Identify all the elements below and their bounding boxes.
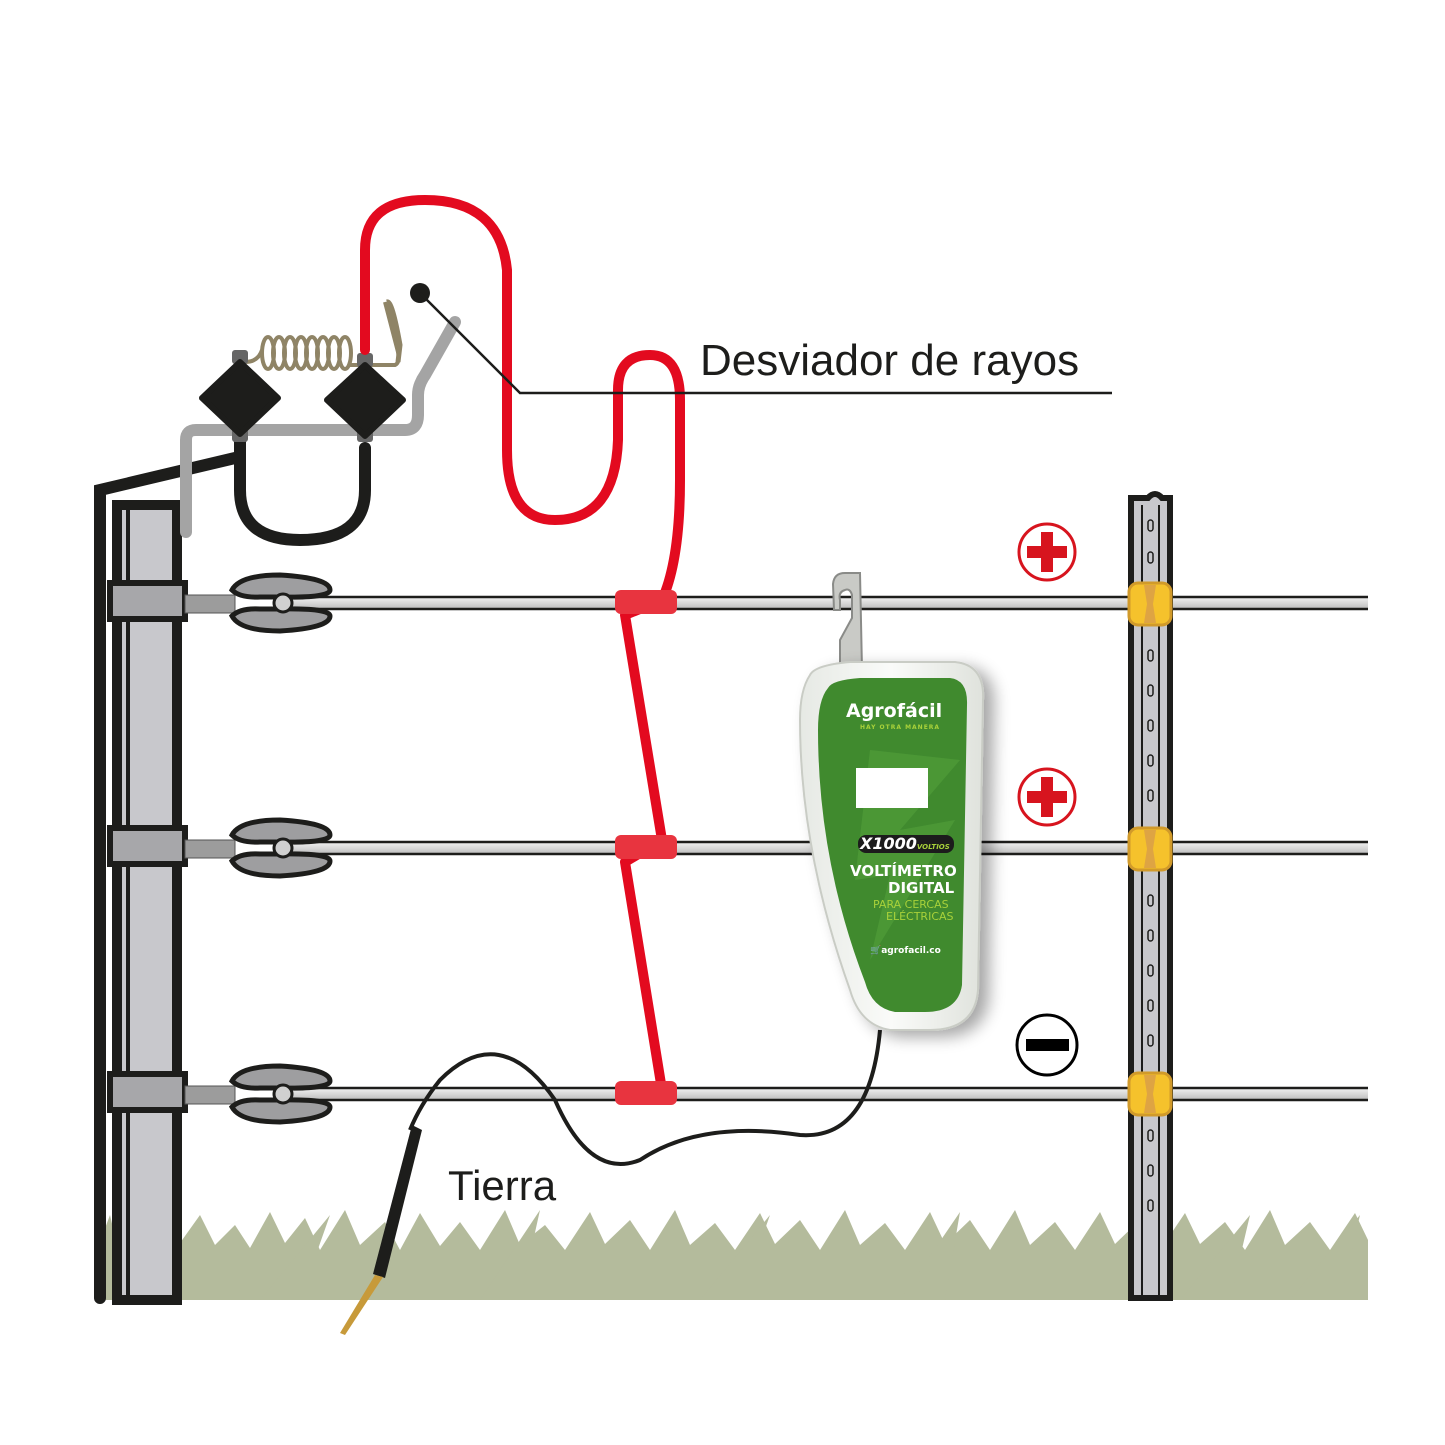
device-tagline: HAY OTRA MANERA	[860, 724, 941, 731]
device-title-1: VOLTÍMETRO	[850, 862, 957, 880]
device-model: X1000VOLTIOS	[860, 834, 950, 853]
ground-cable	[408, 1029, 882, 1166]
device-brand: Agrofácil	[846, 700, 943, 722]
ground-lead-gray	[180, 316, 461, 538]
device-subtitle-1: PARA CERCAS	[873, 898, 949, 911]
device-website-text: agrofacil.co	[881, 946, 941, 956]
plus-icon-wire-2	[1017, 767, 1077, 827]
left-post	[94, 452, 241, 1305]
device-website: 🛒agrofacil.co	[870, 946, 941, 956]
ground-label: Tierra	[448, 1162, 557, 1209]
device-subtitle-2: ELÉCTRICAS	[886, 910, 954, 923]
voltmeter-device	[798, 661, 985, 1031]
right-t-post	[1127, 491, 1173, 1301]
wire-wraps	[615, 590, 677, 1105]
lightning-diverter-label: Desviador de rayos	[700, 336, 1080, 385]
device-model-unit: VOLTIOS	[916, 843, 950, 851]
minus-icon-wire-3	[1015, 1013, 1079, 1077]
fence-wire-3	[280, 1086, 1368, 1102]
meter-hook	[831, 572, 864, 671]
device-title-2: DIGITAL	[888, 879, 955, 897]
cart-icon: 🛒	[870, 946, 882, 956]
insulators-left	[184, 572, 333, 1125]
ground-probe	[340, 1125, 422, 1335]
grass	[95, 1205, 1368, 1300]
plus-icon-wire-1	[1017, 522, 1077, 582]
fence-wire-1	[280, 595, 1368, 611]
lightning-diverter	[199, 299, 406, 547]
live-lead-wire	[360, 195, 685, 1095]
device-model-number: X1000	[860, 834, 917, 853]
callout-pointer	[410, 283, 1112, 395]
